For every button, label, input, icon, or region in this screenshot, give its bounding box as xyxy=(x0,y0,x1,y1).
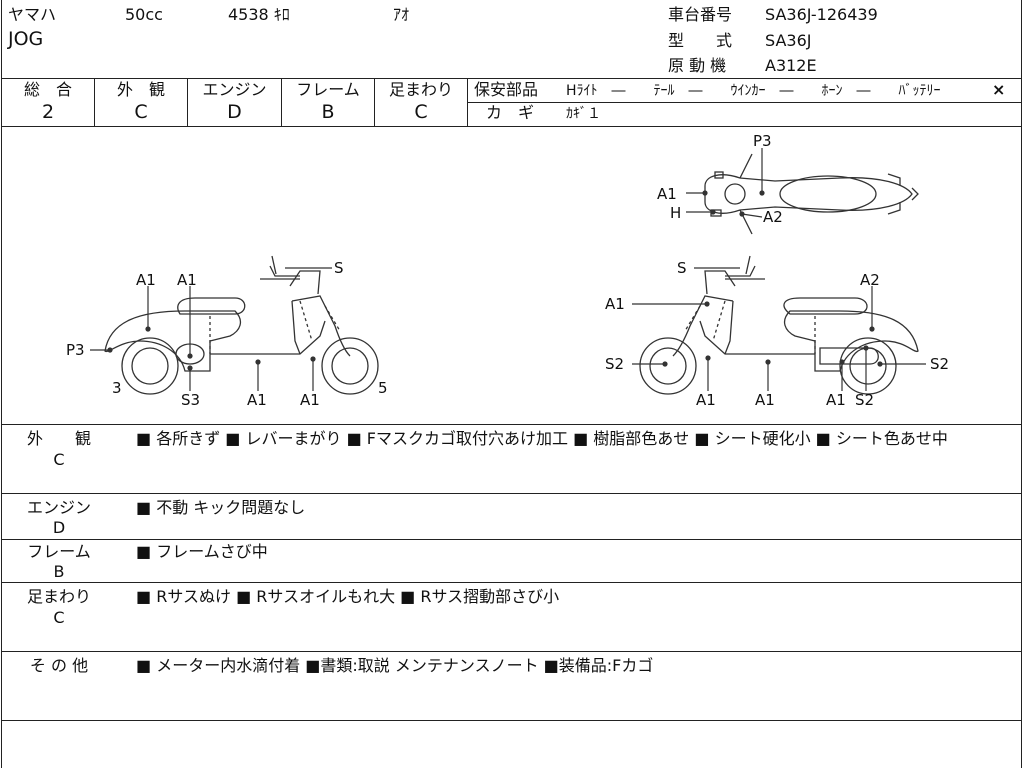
overall-grade-label: 総 合 xyxy=(23,80,72,99)
divider xyxy=(1,539,1022,540)
right-label-s2c: S2 xyxy=(855,391,874,409)
right-label-a1a: A1 xyxy=(605,295,625,313)
model-name: JOG xyxy=(8,28,44,50)
suspension-grade-value: C xyxy=(414,101,428,123)
type-value: SA36J xyxy=(765,31,812,50)
right-label-a1d: A1 xyxy=(826,391,846,409)
divider xyxy=(94,78,95,126)
damage-diagram: P3 A1 H A2 A1 A1 S P3 3 S3 A1 A1 5 S A2 … xyxy=(66,132,949,409)
divider xyxy=(1,720,1022,721)
key-label: カ ギ xyxy=(486,103,535,122)
left-label-p3: P3 xyxy=(66,341,85,359)
section-label: 外 観 xyxy=(26,429,91,448)
section-label: フレーム xyxy=(27,542,91,561)
engine-value: A312E xyxy=(765,56,817,75)
maker: ヤマハ xyxy=(8,5,57,24)
top-label-h: H xyxy=(670,204,681,222)
section-text: ■ 各所きず ■ レバーまがり ■ Fマスクカゴ取付穴あけ加工 ■ 樹脂部色あせ… xyxy=(136,429,948,448)
right-label-s2b: S2 xyxy=(930,355,949,373)
safety-parts-items: Hﾗｲﾄ ― ﾃｰﾙ ― ｳｲﾝｶｰ ― ﾎｰﾝ ― ﾊﾞｯﾃﾘｰ xyxy=(566,83,941,99)
left-label-5: 5 xyxy=(378,379,388,397)
key-value: ｶｷﾞ１ xyxy=(566,106,601,122)
right-label-s2a: S2 xyxy=(605,355,624,373)
section-text: ■ Rサスぬけ ■ Rサスオイルもれ大 ■ Rサス摺動部さび小 xyxy=(136,587,560,606)
scooter-left-side-view xyxy=(104,255,379,395)
suspension-grade-label: 足まわり xyxy=(388,80,453,99)
frame-number-label: 車台番号 xyxy=(668,5,733,24)
engine-label: 原 動 機 xyxy=(668,56,727,75)
section-label: そ の 他 xyxy=(29,656,89,675)
right-label-s: S xyxy=(677,259,687,277)
color: ｱｵ xyxy=(393,5,410,24)
left-label-a1b: A1 xyxy=(177,271,197,289)
divider xyxy=(1,78,1022,79)
left-label-3: 3 xyxy=(112,379,122,397)
section-text: ■ 不動 キック問題なし xyxy=(136,498,306,517)
section-grade: D xyxy=(52,518,66,537)
exterior-grade-value: C xyxy=(134,101,148,123)
right-label-a1c: A1 xyxy=(755,391,775,409)
divider xyxy=(281,78,282,126)
section-text: ■ メーター内水滴付着 ■書類:取説 メンテナンスノート ■装備品:Fカゴ xyxy=(136,656,654,675)
right-label-a2: A2 xyxy=(860,271,880,289)
divider xyxy=(187,78,188,126)
top-label-p3: P3 xyxy=(753,132,772,150)
left-label-s: S xyxy=(334,259,344,277)
right-label-a1b: A1 xyxy=(696,391,716,409)
divider xyxy=(1,582,1022,583)
engine-grade-label: エンジン xyxy=(202,80,267,99)
safety-parts-title: 保安部品 xyxy=(474,80,539,99)
frame-grade-value: B xyxy=(321,101,335,123)
left-label-s3: S3 xyxy=(181,391,200,409)
left-label-a1a: A1 xyxy=(136,271,156,289)
scooter-right-side-view xyxy=(639,255,919,395)
section-label: 足まわり xyxy=(26,587,91,606)
section-grade: B xyxy=(53,562,65,581)
section-label: エンジン xyxy=(26,498,91,517)
section-grade: C xyxy=(53,450,65,469)
scooter-top-view xyxy=(704,153,919,235)
engine-grade-value: D xyxy=(227,101,242,123)
displacement: 50cc xyxy=(125,5,163,24)
exterior-grade-label: 外 観 xyxy=(116,80,165,99)
top-label-a2: A2 xyxy=(763,208,783,226)
top-label-a1: A1 xyxy=(657,185,677,203)
divider xyxy=(1,126,1022,127)
battery-mark: × xyxy=(992,80,1006,99)
divider xyxy=(467,102,1022,103)
frame-grade-label: フレーム xyxy=(296,80,360,99)
overall-grade-value: 2 xyxy=(41,101,55,123)
mileage: 4538 ｷﾛ xyxy=(228,5,290,24)
type-label: 型 式 xyxy=(668,31,733,50)
divider xyxy=(1,424,1022,425)
section-text: ■ フレームさび中 xyxy=(136,542,268,561)
left-label-a1d: A1 xyxy=(300,391,320,409)
section-grade: C xyxy=(53,608,65,627)
frame-number-value: SA36J-126439 xyxy=(765,5,878,24)
left-label-a1c: A1 xyxy=(247,391,267,409)
divider xyxy=(374,78,375,126)
divider xyxy=(1,651,1022,652)
divider xyxy=(1,493,1022,494)
